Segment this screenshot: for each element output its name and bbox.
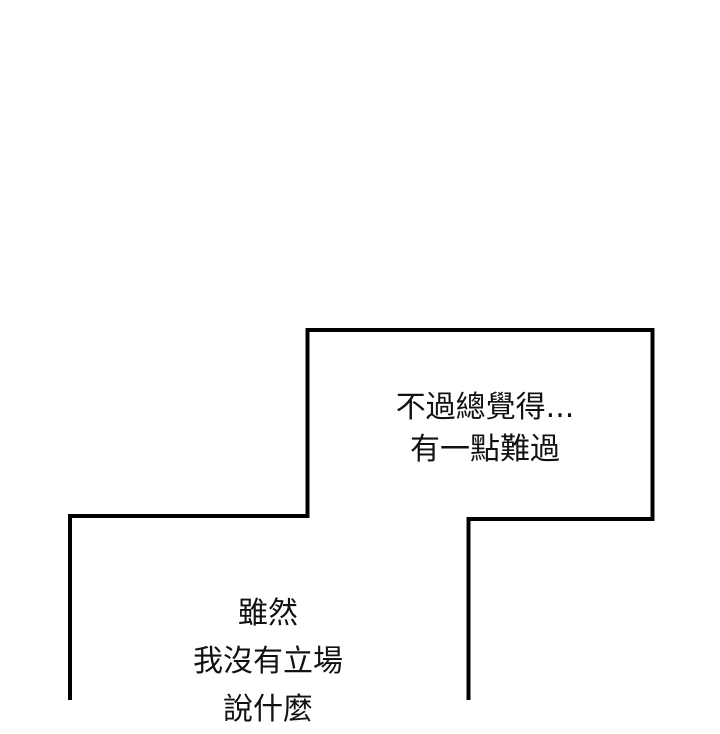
speech-line: 不過總覺得... <box>395 390 575 425</box>
speech-text-bottom: 雖然 我沒有立場 說什麼 <box>168 590 368 734</box>
speech-text-top: 不過總覺得... 有一點難過 <box>370 387 600 471</box>
speech-line: 我沒有立場 <box>193 644 343 679</box>
speech-line: 說什麼 <box>223 692 313 727</box>
speech-line: 有一點難過 <box>410 432 560 467</box>
speech-line: 雖然 <box>238 596 298 631</box>
speech-bubble-outline <box>68 328 655 700</box>
